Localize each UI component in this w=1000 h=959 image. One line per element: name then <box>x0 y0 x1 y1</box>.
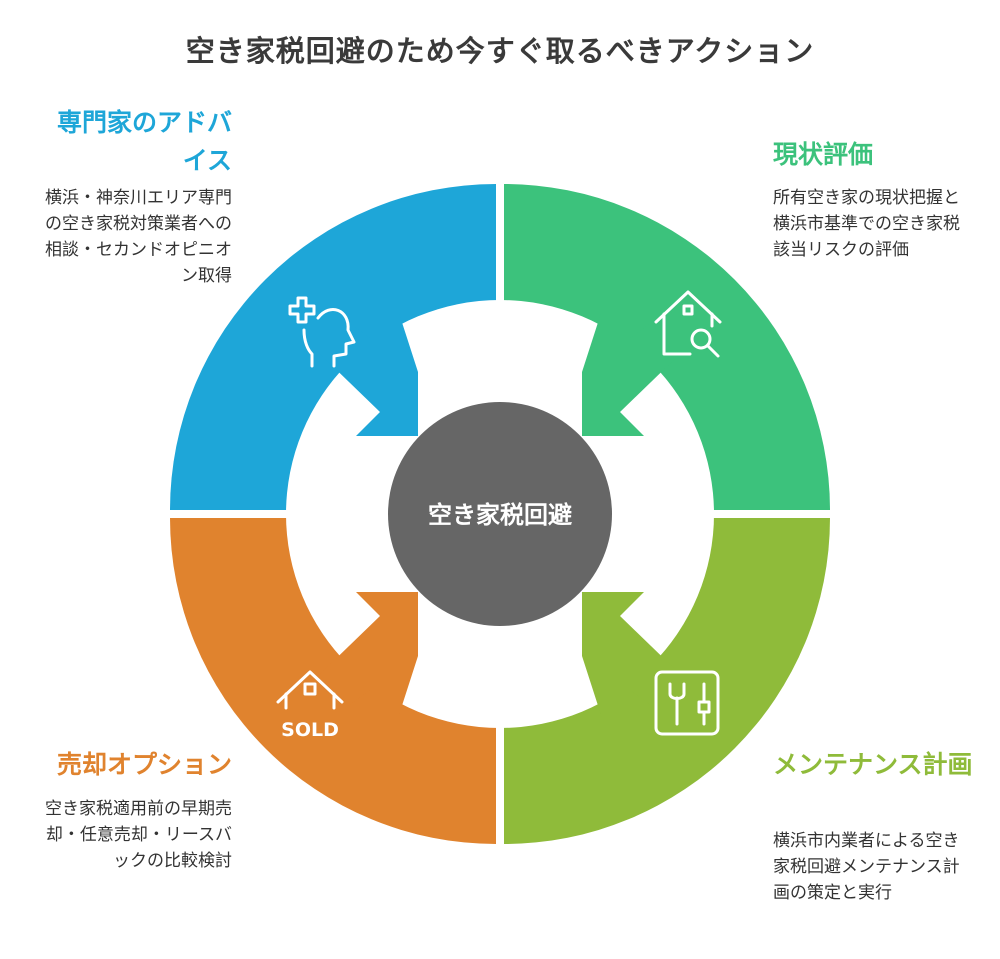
center-label: 空き家税回避 <box>428 501 572 529</box>
sale-description: 空き家税適用前の早期売却・任意売却・リースバックの比較検討 <box>45 799 232 871</box>
evaluation-description: 所有空き家の現状把握と横浜市基準での空き家税該当リスクの評価 <box>773 188 960 260</box>
sale-title: 売却オプション <box>56 750 232 779</box>
house-magnifier-icon <box>654 290 722 358</box>
evaluation-title: 現状評価 <box>773 140 874 169</box>
arrow-evaluation <box>582 310 682 436</box>
center-circle <box>388 402 612 626</box>
maintenance-title: メンテナンス計画 <box>773 750 973 779</box>
advice-title: 専門家のアドバイス <box>56 108 232 175</box>
advice-description: 横浜・神奈川エリア専門の空き家税対策業者への相談・セカンドオピニオン取得 <box>45 188 232 286</box>
arrow-advice <box>318 310 418 436</box>
tools-wrench-screwdriver-icon <box>654 670 720 736</box>
page-title: 空き家税回避のため今すぐ取るべきアクション <box>185 34 815 68</box>
head-medical-plus-icon <box>288 296 356 368</box>
arrow-sale <box>318 592 418 718</box>
sold-sign-text: SOLD <box>281 719 339 741</box>
house-sold-icon: SOLD <box>276 670 344 741</box>
maintenance-description: 横浜市内業者による空き家税回避メンテナンス計画の策定と実行 <box>773 831 960 903</box>
